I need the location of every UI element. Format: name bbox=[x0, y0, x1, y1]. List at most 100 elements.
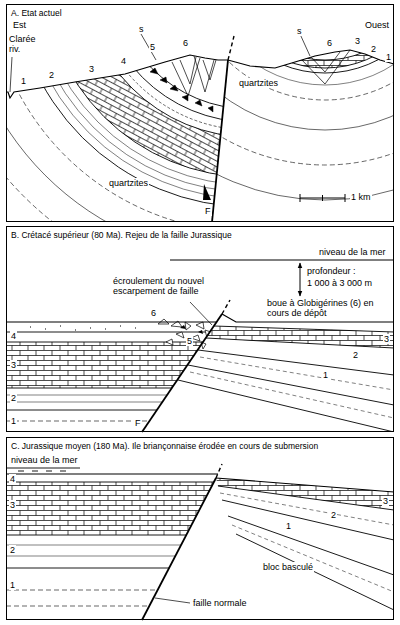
fault-label: F bbox=[204, 206, 212, 216]
level-label: niveau de la mer bbox=[318, 247, 387, 257]
bed-line bbox=[6, 545, 230, 556]
fold-lines bbox=[300, 50, 350, 84]
layer-number: 3 bbox=[9, 500, 16, 510]
layer-number: 4 bbox=[120, 56, 127, 66]
fault-extension bbox=[228, 36, 234, 60]
fault-label: faille normale bbox=[192, 598, 248, 608]
sea-level-line bbox=[6, 468, 80, 471]
bed-line bbox=[21, 0, 400, 199]
bed-boundary bbox=[218, 486, 394, 610]
downthrown-block bbox=[6, 482, 230, 606]
layer-number: 6 bbox=[150, 308, 157, 318]
tilted-block bbox=[216, 478, 394, 610]
quartzite-bed bbox=[185, 0, 400, 100]
ooze-dots bbox=[30, 326, 136, 330]
scale-label: 1 km bbox=[350, 192, 372, 202]
layer-number: 3 bbox=[382, 496, 389, 506]
ground-surface bbox=[6, 50, 394, 98]
layer-number: 1 bbox=[9, 580, 16, 590]
sea-level-line bbox=[170, 260, 394, 261]
quartzite-bed bbox=[120, 0, 400, 165]
note-text: écroulement du nouvel escarpement de fai… bbox=[112, 276, 209, 297]
layer-number: 2 bbox=[330, 510, 337, 520]
layer-number: 5 bbox=[186, 336, 193, 346]
panel-title: C. Jurassique moyen (180 Ma). Ile brianç… bbox=[7, 438, 393, 451]
upthrown-block bbox=[178, 326, 394, 432]
fault-extension bbox=[222, 300, 230, 314]
level-label: niveau de la mer bbox=[10, 455, 79, 465]
bed-boundary bbox=[212, 0, 400, 73]
sea-floor bbox=[6, 473, 218, 474]
layer-number: 2 bbox=[10, 393, 17, 403]
layer-number: 3 bbox=[383, 334, 390, 344]
leader-line bbox=[155, 598, 190, 603]
bed-boundary bbox=[6, 482, 230, 568]
layer-number: 5 bbox=[149, 42, 156, 52]
fold-lines bbox=[172, 56, 216, 96]
bed-boundary bbox=[13, 0, 400, 207]
panel-frame: A. Etat actuel bbox=[6, 4, 394, 222]
layer-number: 1 bbox=[385, 52, 392, 62]
layer-number: s bbox=[296, 26, 303, 36]
fault-line bbox=[142, 314, 222, 432]
quartzite-bed bbox=[0, 0, 400, 290]
erosion-surface bbox=[216, 478, 394, 492]
bed-boundary bbox=[178, 326, 394, 432]
river-name: Clarée riv. bbox=[8, 34, 44, 55]
layer-number: 6 bbox=[326, 38, 333, 48]
layer-number: 4 bbox=[10, 331, 17, 341]
leader-line bbox=[190, 302, 212, 325]
layer-number: 2 bbox=[48, 70, 55, 80]
drag-wedge bbox=[203, 184, 211, 200]
quartzite-bed bbox=[85, 0, 400, 200]
east-block bbox=[0, 0, 400, 290]
quartzite-bed bbox=[0, 0, 400, 232]
fault-extension bbox=[216, 464, 222, 478]
layer-number: 1 bbox=[10, 416, 17, 426]
layer-number: 2 bbox=[370, 44, 377, 54]
leader-line bbox=[10, 34, 310, 92]
layer-number: 3 bbox=[10, 360, 17, 370]
panel-title: A. Etat actuel bbox=[7, 5, 393, 18]
layer-number: s bbox=[138, 24, 145, 34]
bed-line bbox=[28, 0, 400, 192]
fault-label: F bbox=[134, 418, 142, 428]
quartzite-bed bbox=[155, 0, 400, 130]
layer-number: 1 bbox=[285, 521, 292, 531]
compass-label: Est bbox=[12, 20, 27, 30]
bed-line bbox=[200, 0, 400, 85]
bed-line bbox=[6, 421, 230, 422]
fault-line bbox=[212, 60, 228, 222]
depth-label: profondeur : bbox=[306, 266, 357, 276]
bed-line bbox=[220, 493, 394, 592]
bed-boundary bbox=[6, 332, 230, 410]
rock-name: quartzites bbox=[238, 78, 279, 88]
depth-value: 1 000 à 3 000 m bbox=[306, 278, 373, 288]
rock-name: quartzites bbox=[108, 178, 149, 188]
compass-label: Ouest bbox=[364, 20, 390, 30]
layer-number: 3 bbox=[354, 36, 361, 46]
note-text: boue à Globigérines (6) en cours de dépô… bbox=[266, 298, 390, 319]
bed-boundary bbox=[225, 0, 400, 60]
downthrown-block bbox=[6, 326, 230, 421]
layer-number: 3 bbox=[88, 64, 95, 74]
breccia-blocks bbox=[150, 68, 213, 112]
depth-arrow bbox=[300, 263, 301, 296]
quartzite-bed bbox=[0, 0, 400, 260]
layer-number: 4 bbox=[9, 474, 16, 484]
note-text: bloc basculé bbox=[262, 562, 314, 572]
layer-number: 1 bbox=[20, 76, 27, 86]
layer-number: 6 bbox=[182, 38, 189, 48]
limestone-layer bbox=[6, 482, 221, 535]
bed-line bbox=[190, 357, 394, 418]
bed-line bbox=[6, 395, 230, 402]
breccia-blocks bbox=[158, 319, 211, 349]
layer-number: 2 bbox=[9, 545, 16, 555]
panel-title: B. Crétacé supérieur (80 Ma). Rejeu de l… bbox=[7, 227, 393, 240]
layer-number: 1 bbox=[322, 370, 329, 380]
breccia-blocks bbox=[180, 325, 203, 346]
bed-boundary bbox=[83, 0, 400, 137]
west-block bbox=[85, 0, 400, 200]
scale-bar bbox=[300, 194, 345, 202]
